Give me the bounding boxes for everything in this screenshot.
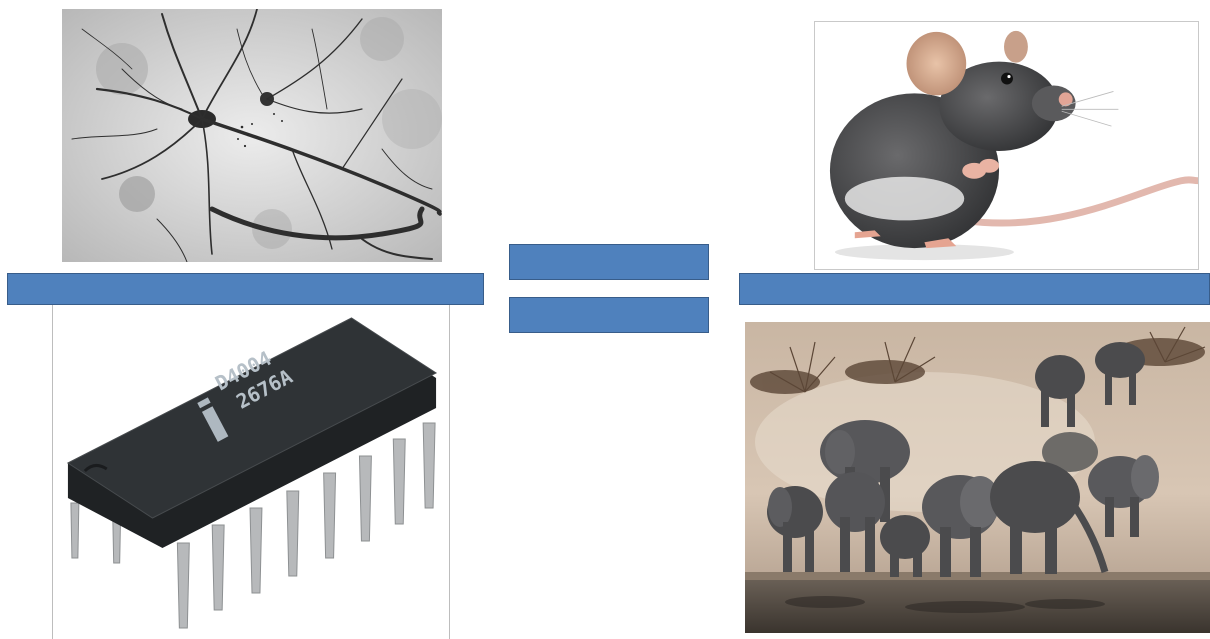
neuron-image (62, 9, 442, 262)
elephant-image (745, 322, 1210, 633)
integrated-circuit-chip-icon: D4004 2676A (53, 303, 449, 639)
equals-sign-bottom-bar (509, 297, 709, 333)
chip-image: D4004 2676A (52, 303, 450, 639)
elephant-herd-photo-icon (745, 322, 1210, 633)
equals-sign-top-bar (509, 244, 709, 280)
neuron-micrograph-icon (62, 9, 442, 262)
mouse-photo-icon (815, 22, 1198, 269)
right-title-bar (739, 273, 1210, 305)
left-title-bar (7, 273, 484, 305)
mouse-image (814, 21, 1199, 270)
